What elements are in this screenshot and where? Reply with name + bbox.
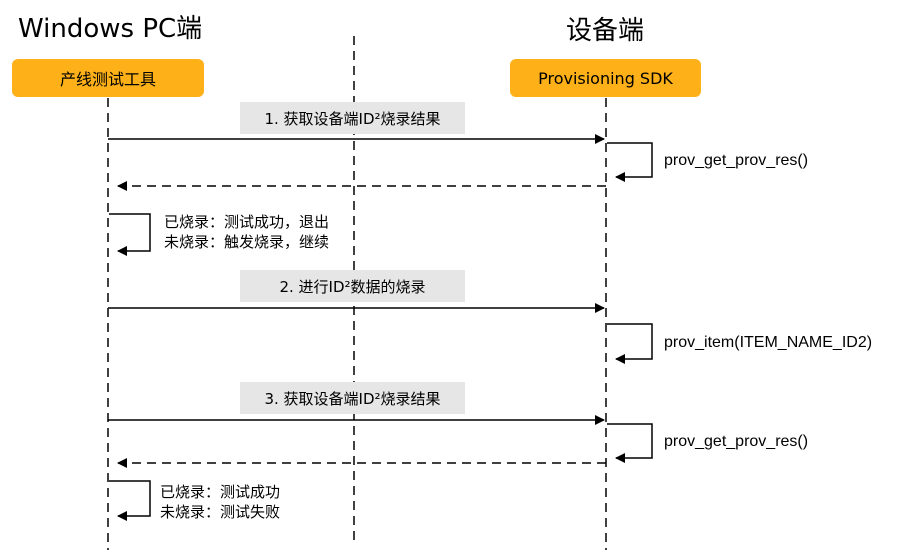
note-check-result-1: 已烧录：测试成功，退出 未烧录：触发烧录，继续 — [164, 212, 329, 252]
message-label-1: 1. 获取设备端ID²烧录结果 — [240, 102, 465, 134]
self-loop-device-2 — [607, 323, 653, 364]
message-label-3: 3. 获取设备端ID²烧录结果 — [240, 382, 465, 414]
function-label-3: prov_get_prov_res() — [664, 433, 809, 450]
self-loop-pc-2 — [109, 480, 151, 521]
self-loop-device-3 — [607, 423, 653, 463]
note-line: 已烧录：测试成功，退出 — [164, 213, 330, 231]
title-windows-pc: Windows PC端 — [18, 14, 203, 44]
function-label-1: prov_get_prov_res() — [664, 152, 809, 169]
function-label-2: prov_item(ITEM_NAME_ID2) — [664, 334, 873, 351]
note-check-result-2: 已烧录：测试成功 未烧录：测试失败 — [160, 482, 280, 522]
actor-provisioning-sdk: Provisioning SDK — [510, 59, 701, 97]
note-line: 已烧录：测试成功 — [160, 483, 281, 501]
title-device: 设备端 — [566, 16, 645, 46]
actor-production-test-tool: 产线测试工具 — [12, 59, 204, 97]
message-label-2: 2. 进行ID²数据的烧录 — [240, 270, 465, 302]
self-loop-pc-1 — [109, 213, 151, 256]
note-line: 未烧录：测试失败 — [160, 503, 281, 521]
self-loop-device-1 — [607, 142, 653, 182]
note-line: 未烧录：触发烧录，继续 — [164, 233, 330, 251]
